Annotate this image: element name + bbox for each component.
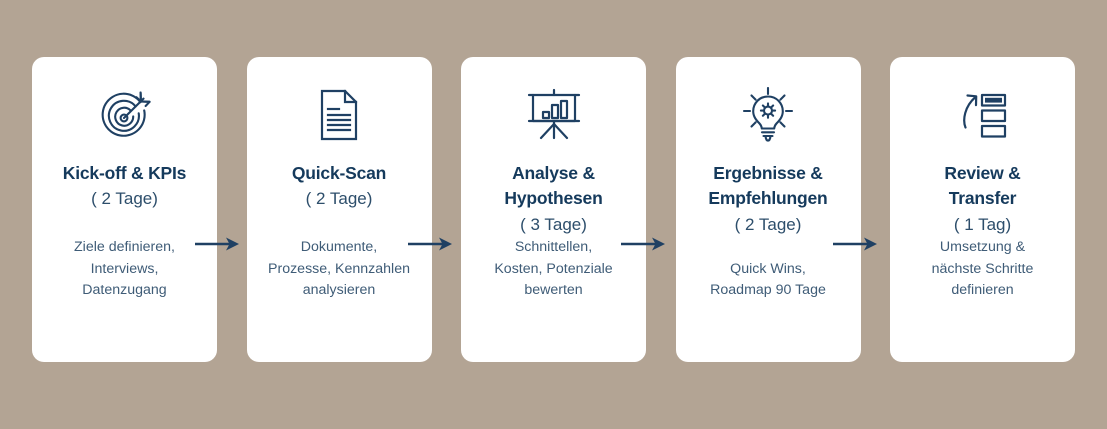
process-step-card-5[interactable]: Review &Transfer ( 1 Tag) Umsetzung &näc… [890, 57, 1075, 362]
target-bullseye-icon [96, 87, 154, 143]
process-step-card-2[interactable]: Quick-Scan ( 2 Tage) Dokumente,Prozesse,… [246, 57, 432, 362]
step-duration: ( 2 Tage) [91, 189, 158, 209]
transfer-list-icon [956, 87, 1010, 143]
process-step-card-1[interactable]: Kick-off & KPIs ( 2 Tage) Ziele definier… [32, 57, 217, 362]
presentation-chart-icon [524, 87, 584, 143]
step-title: Quick-Scan [291, 163, 387, 183]
step-description: Ziele definieren,Interviews,Datenzugang [74, 239, 175, 299]
process-step-card-4[interactable]: Ergebnisse &Empfehlungen ( 2 Tage) Quick… [675, 57, 861, 362]
step-description: Quick Wins,Roadmap 90 Tage [710, 260, 826, 299]
step-title: Ergebnisse &Empfehlungen [708, 163, 828, 209]
lightbulb-gear-icon [739, 87, 797, 143]
step-duration: ( 2 Tage) [305, 189, 373, 209]
process-flow: Kick-off & KPIs ( 2 Tage) Ziele definier… [32, 57, 1075, 362]
step-title: Analyse &Hypothesen [504, 162, 603, 209]
step-duration: ( 3 Tage) [520, 214, 587, 234]
step-duration: ( 2 Tage) [734, 214, 802, 234]
step-title: Review &Transfer [944, 162, 1021, 209]
process-step-card-3[interactable]: Analyse &Hypothesen ( 3 Tage) Schnittell… [461, 57, 646, 362]
step-duration: ( 1 Tag) [953, 214, 1012, 234]
step-title: Kick-off & KPIs [62, 163, 187, 183]
document-lines-icon [315, 87, 363, 143]
